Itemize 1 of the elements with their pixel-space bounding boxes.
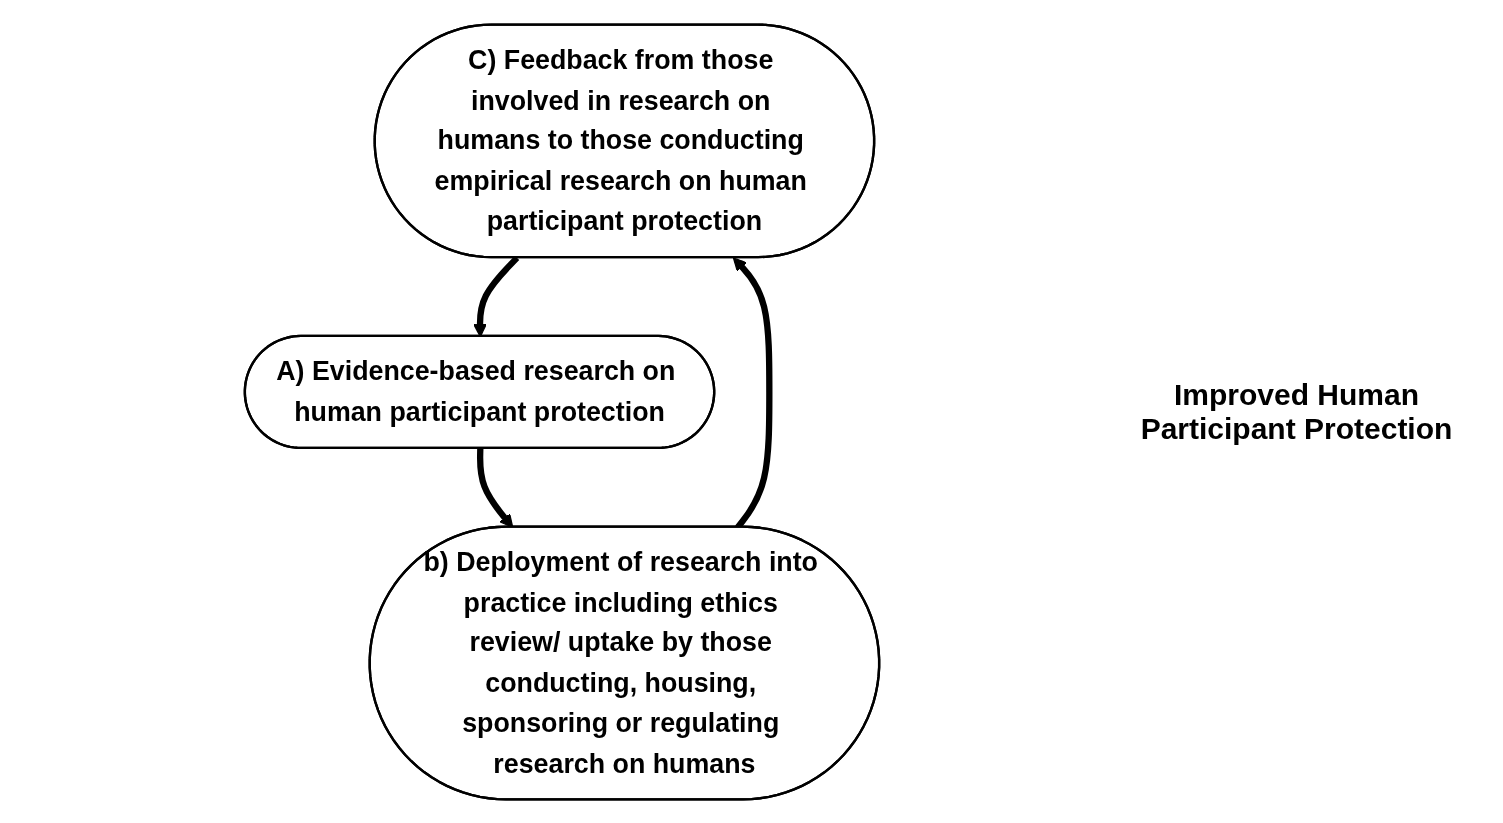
center-heading: Improved Human Participant Protection	[1139, 377, 1454, 446]
